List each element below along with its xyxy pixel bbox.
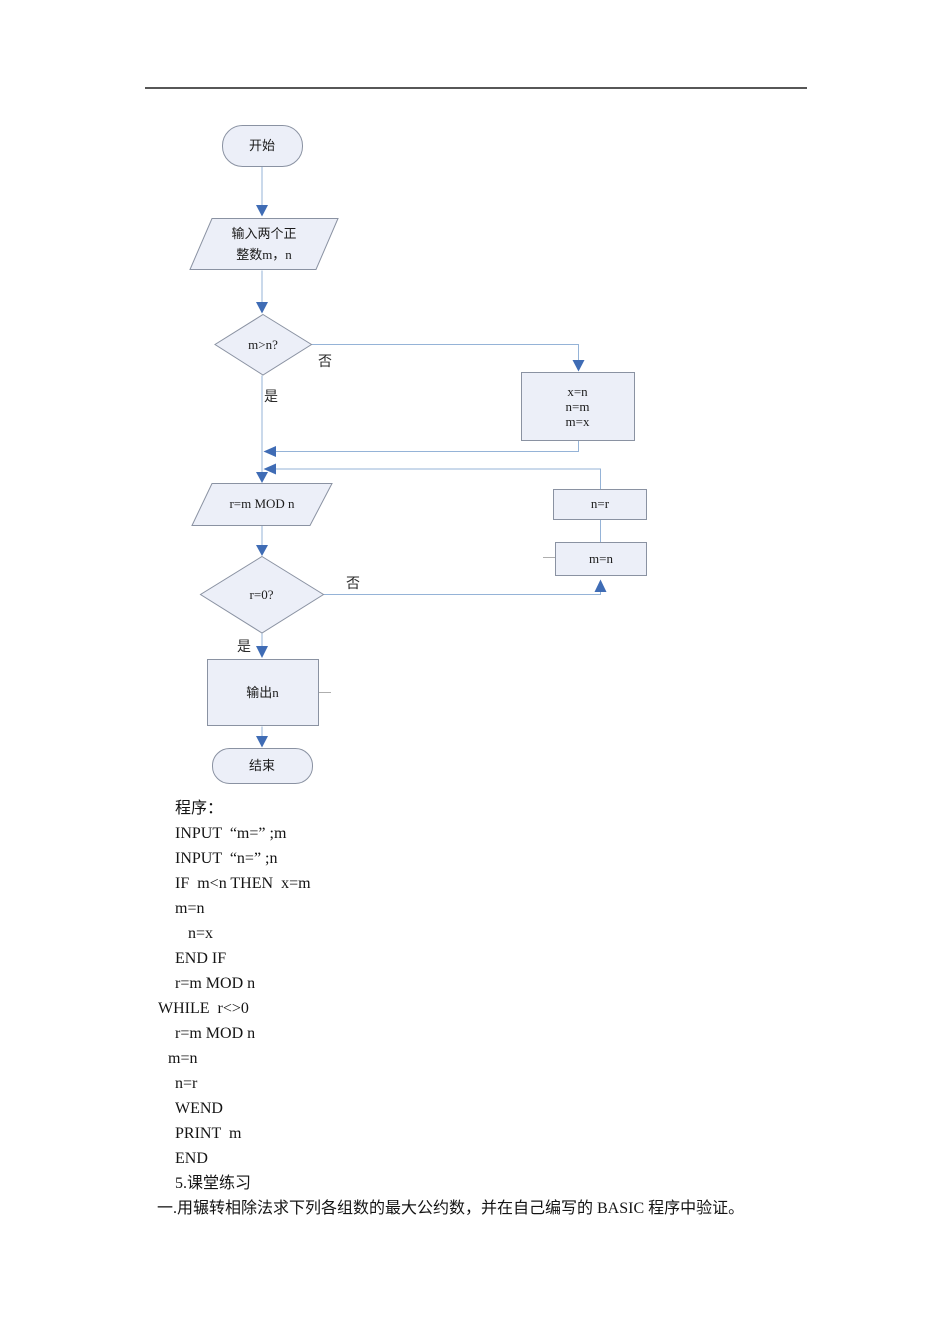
assign-n-node — [553, 489, 647, 520]
swap-node-label: x=n n=m m=x — [565, 384, 590, 429]
edge-assignn-to-mainline — [276, 468, 601, 489]
program-line: WEND — [175, 1100, 223, 1117]
decision1-no-label: 否 — [318, 355, 332, 370]
edge-decision1-no-to-swap — [311, 344, 579, 360]
arrowhead-into-mod — [256, 472, 268, 483]
arrowhead-into-assignm — [594, 579, 607, 592]
edge-decision2-no-to-assignm — [323, 592, 601, 595]
program-line: END — [175, 1150, 208, 1167]
input-node-label: 输入两个正 整数m，n — [231, 226, 297, 262]
program-line: INPUT “n=” ;n — [175, 850, 278, 867]
start-node — [222, 125, 303, 167]
mod-node — [191, 483, 333, 526]
swap-node — [521, 372, 635, 441]
input-node — [189, 218, 339, 270]
decision1-yes-label: 是 — [264, 390, 278, 405]
arrowhead-into-output — [256, 646, 268, 658]
arrowhead-into-input — [256, 205, 268, 217]
output-node — [207, 659, 319, 726]
program-line: r=m MOD n — [175, 975, 256, 992]
arrowhead-into-swap — [572, 360, 585, 372]
program-line: n=r — [175, 1075, 198, 1092]
assign-m-node — [555, 542, 647, 576]
program-listing: 程序： INPUT “m=” ;m INPUT “n=” ;n IF m<n T… — [0, 796, 950, 1221]
program-line: m=n — [168, 1050, 198, 1067]
exercise-heading: 5.课堂练习 — [175, 1175, 252, 1192]
header-rule — [145, 87, 807, 89]
arrowhead-into-decision1 — [256, 302, 268, 314]
decision1-node — [214, 313, 313, 376]
decision2-no-label: 否 — [346, 577, 360, 592]
arrowhead-swap-join — [263, 446, 276, 457]
decision2-node — [199, 555, 325, 634]
program-line: n=x — [188, 925, 214, 942]
program-title: 程序： — [175, 800, 224, 817]
assign-n-node-label: n=r — [590, 496, 610, 512]
end-node-label: 结束 — [248, 757, 275, 773]
program-line: m=n — [175, 900, 205, 917]
output-node-label: 输出n — [246, 684, 279, 700]
program-line: r=m MOD n — [175, 1025, 256, 1042]
assign-m-node-label: m=n — [589, 551, 613, 567]
flowchart-canvas — [189, 125, 647, 784]
decision1-node-label: m>n? — [248, 336, 278, 352]
program-line: WHILE r<>0 — [158, 1000, 249, 1017]
program-line: PRINT m — [175, 1125, 242, 1142]
edge-swap-to-mainline — [276, 441, 579, 452]
program-line: IF m<n THEN x=m — [175, 875, 311, 892]
arrowhead-assignn-join — [263, 463, 276, 475]
arrowhead-into-end — [256, 736, 268, 748]
end-node — [212, 748, 313, 784]
exercise-item: 一.用辗转相除法求下列各组数的最大公约数，并在自己编写的 BASIC 程序中验证… — [157, 1200, 745, 1217]
mod-node-label: r=m MOD n — [229, 496, 295, 512]
decision2-node-label: r=0? — [249, 586, 274, 602]
program-line: END IF — [175, 950, 227, 967]
decision2-yes-label: 是 — [237, 640, 251, 655]
program-line: INPUT “m=” ;m — [175, 825, 287, 842]
arrowhead-into-decision2 — [256, 545, 268, 556]
start-node-label: 开始 — [248, 137, 275, 153]
